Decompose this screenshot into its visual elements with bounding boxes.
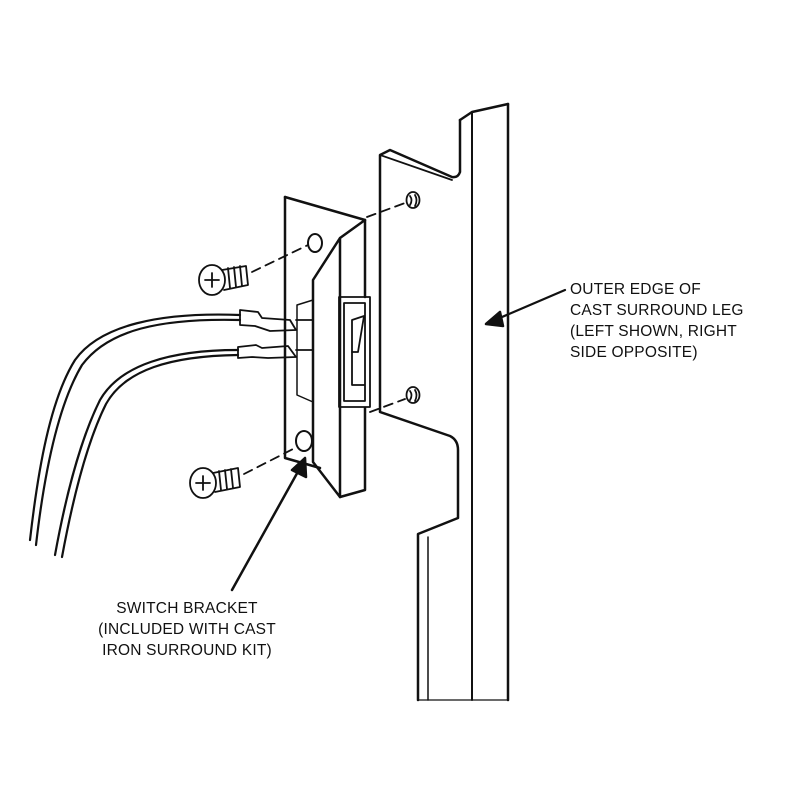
surround-leg-label: OUTER EDGE OF CAST SURROUND LEG (LEFT SH…: [570, 279, 744, 363]
label-line: (INCLUDED WITH CAST: [98, 621, 276, 638]
label-line: CAST SURROUND LEG: [570, 302, 744, 319]
rocker-switch: [296, 296, 371, 408]
switch-bracket-label: SWITCH BRACKET (INCLUDED WITH CAST IRON …: [72, 598, 302, 661]
surround-screw-holes: [405, 191, 421, 404]
cast-surround-leg: [378, 102, 510, 702]
wires: [28, 313, 242, 559]
label-line: IRON SURROUND KIT): [102, 642, 272, 659]
label-line: SIDE OPPOSITE): [570, 344, 698, 361]
label-line: SWITCH BRACKET: [116, 600, 258, 617]
switch-bracket: [283, 195, 367, 499]
label-line: (LEFT SHOWN, RIGHT: [570, 323, 737, 340]
mounting-screws: [189, 202, 406, 499]
leader-arrows: [230, 288, 567, 592]
wire-terminals: [237, 309, 314, 359]
label-line: OUTER EDGE OF: [570, 281, 701, 298]
